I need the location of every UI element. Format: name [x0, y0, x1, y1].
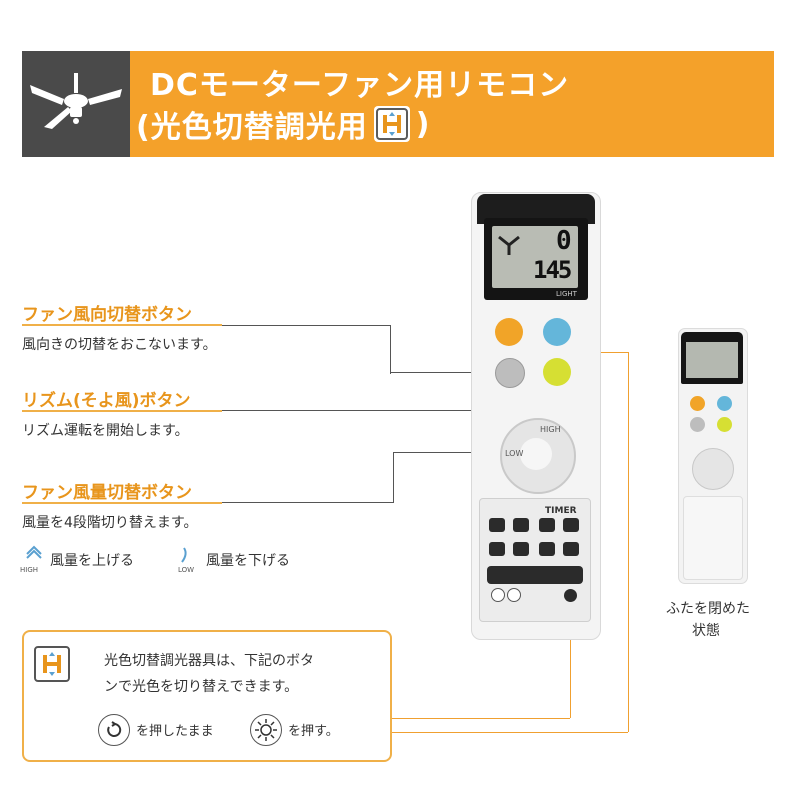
small-round-button[interactable] — [507, 588, 521, 602]
subtitle-suffix: ) — [415, 106, 431, 142]
label-fan-speed-desc: 風量を4段階切り替えます。 — [22, 515, 198, 531]
light-color-switch-badge-icon — [34, 646, 70, 682]
timer-button[interactable] — [563, 518, 579, 532]
keypad-button[interactable] — [489, 518, 505, 532]
dpad-low-label: LOW — [505, 449, 524, 458]
function-bar — [487, 566, 583, 584]
connector-line — [390, 372, 494, 373]
keypad-button[interactable] — [489, 542, 505, 556]
closed-lcd-screen — [686, 342, 738, 378]
refresh-icon — [98, 714, 130, 746]
label-fan-speed-title: ファン風量切替ボタン — [22, 483, 192, 503]
timer-button[interactable] — [539, 518, 555, 532]
page-title: DCモーターファン用リモコン — [150, 68, 570, 103]
timer-button[interactable] — [563, 542, 579, 556]
fan-direction-button[interactable] — [495, 318, 523, 346]
highlight-connector — [388, 718, 570, 719]
low-tag: LOW — [178, 566, 195, 574]
subtitle-prefix: (光色切替調光用 — [136, 110, 368, 145]
ceiling-fan-icon — [30, 73, 122, 129]
info-box — [22, 630, 392, 762]
small-round-button[interactable] — [491, 588, 505, 602]
closed-caption-line1: ふたを閉めた — [666, 601, 750, 617]
light-color-switch-badge-icon — [373, 106, 410, 142]
speed-up-text: 風量を上げる — [50, 553, 134, 569]
light-mode-button[interactable] — [543, 318, 571, 346]
connector-line — [393, 452, 499, 453]
connector-line — [222, 502, 394, 503]
keypad-button[interactable] — [513, 518, 529, 532]
rhythm-button[interactable] — [495, 358, 525, 388]
high-speed-icon — [22, 544, 46, 570]
connector-line — [222, 325, 391, 374]
label-fan-direction-title: ファン風向切替ボタン — [22, 305, 192, 325]
high-tag: HIGH — [20, 566, 39, 574]
page-subtitle: (光色切替調光用 ) — [136, 102, 430, 146]
lcd-screen — [492, 226, 578, 288]
low-speed-icon — [176, 544, 200, 570]
timer-button[interactable] — [539, 542, 555, 556]
label-rhythm-desc: リズム運転を開始します。 — [22, 423, 189, 439]
closed-button — [717, 417, 732, 432]
label-rhythm-title: リズム(そよ風)ボタン — [22, 391, 191, 411]
lower-button-panel — [479, 498, 591, 622]
lcd-digits: 145 — [533, 256, 572, 284]
light-label: LIGHT — [556, 290, 577, 298]
info-press-hold: を押したまま — [136, 724, 214, 739]
highlight-connector — [628, 352, 629, 732]
label-fan-direction-desc: 風向きの切替をおこないます。 — [22, 337, 217, 353]
dpad-center-button[interactable] — [520, 438, 552, 470]
closed-caption-line2: 状態 — [692, 623, 720, 639]
speed-down-text: 風量を下げる — [206, 553, 290, 569]
sun-icon — [250, 714, 282, 746]
info-press: を押す。 — [288, 724, 339, 739]
highlight-connector — [570, 600, 571, 718]
highlight-connector — [388, 732, 628, 733]
closed-button — [717, 396, 732, 411]
header-icon-panel — [22, 51, 130, 157]
info-line1: 光色切替調光器具は、下記のボタ — [104, 653, 314, 669]
label-underline — [22, 324, 222, 326]
label-underline — [22, 502, 222, 504]
dpad-high-label: HIGH — [540, 425, 561, 434]
closed-button — [690, 396, 705, 411]
closed-dpad — [692, 448, 734, 490]
closed-button — [690, 417, 705, 432]
light-color-switch-button[interactable] — [564, 589, 577, 602]
keypad-button[interactable] — [513, 542, 529, 556]
info-line2: ンで光色を切り替えできます。 — [104, 679, 299, 695]
connector-line — [393, 452, 394, 502]
connector-line — [222, 410, 558, 411]
header-title-panel — [130, 51, 774, 157]
fan-lcd-icon — [496, 234, 522, 256]
light-toggle-button[interactable] — [543, 358, 571, 386]
lcd-small-digit: 0 — [556, 226, 572, 256]
label-underline — [22, 410, 222, 412]
timer-label: TIMER — [545, 506, 577, 516]
closed-cover — [683, 496, 743, 580]
